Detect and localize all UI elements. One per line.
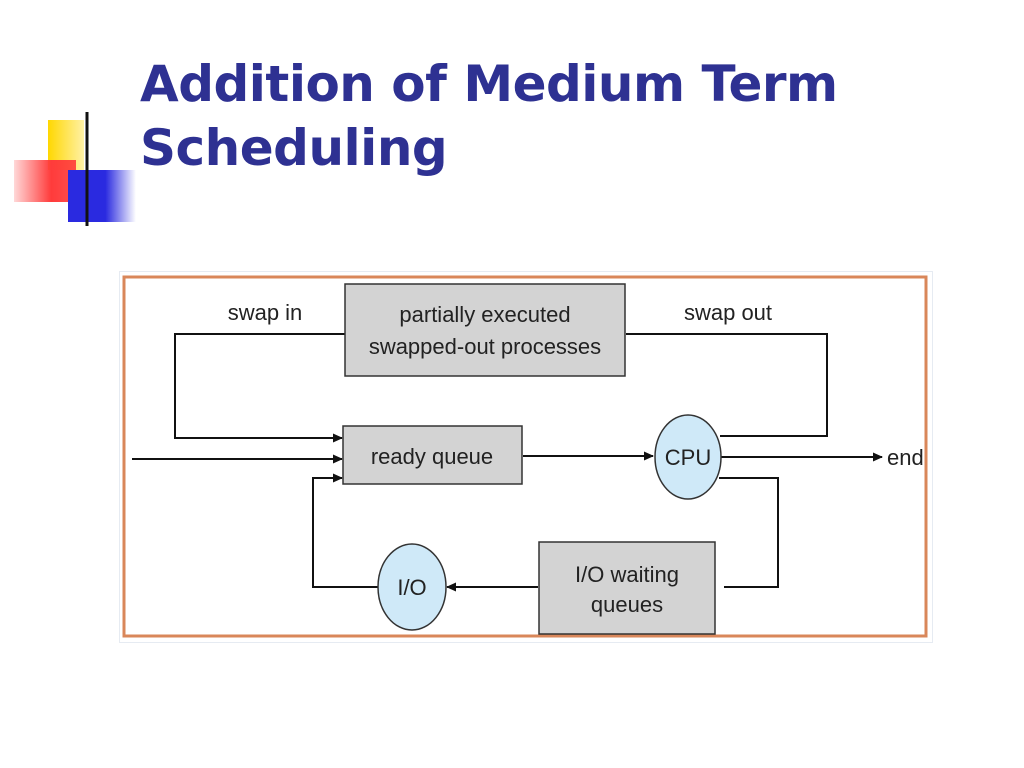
cpu-label: CPU	[665, 445, 711, 470]
io-waiting-label-2: queues	[591, 592, 663, 617]
io-waiting-box	[538, 541, 716, 635]
swapped-out-label-1: partially executed	[399, 302, 570, 327]
cpu-node	[654, 414, 722, 500]
slide-title: Addition of Medium Term Scheduling	[140, 52, 838, 180]
diagram-canvas: partially executed swapped-out processes…	[122, 275, 928, 638]
swap-in-arrow	[174, 333, 345, 443]
swapped-out-box	[344, 283, 626, 377]
cpu-to-io-waiting-arrow	[719, 477, 779, 588]
io-node	[377, 543, 447, 631]
swap-out-label: swap out	[684, 300, 772, 325]
io-waiting-label-1: I/O waiting	[575, 562, 679, 587]
deco-red-square	[14, 160, 76, 202]
ready-queue-box	[342, 425, 523, 485]
io-label: I/O	[397, 575, 426, 600]
end-label: end	[887, 445, 924, 470]
swapped-out-label-2: swapped-out processes	[369, 334, 601, 359]
ready-queue-label: ready queue	[371, 444, 493, 469]
slide-title-line2: Scheduling	[140, 119, 448, 177]
io-to-ready-arrow	[312, 473, 378, 588]
title-decoration	[14, 112, 1000, 226]
slide-title-line1: Addition of Medium Term	[140, 55, 838, 113]
swap-out-arrow	[626, 333, 828, 437]
swap-in-label: swap in	[228, 300, 303, 325]
deco-blue-square	[68, 170, 136, 222]
scheduling-diagram: partially executed swapped-out processes…	[120, 272, 932, 642]
